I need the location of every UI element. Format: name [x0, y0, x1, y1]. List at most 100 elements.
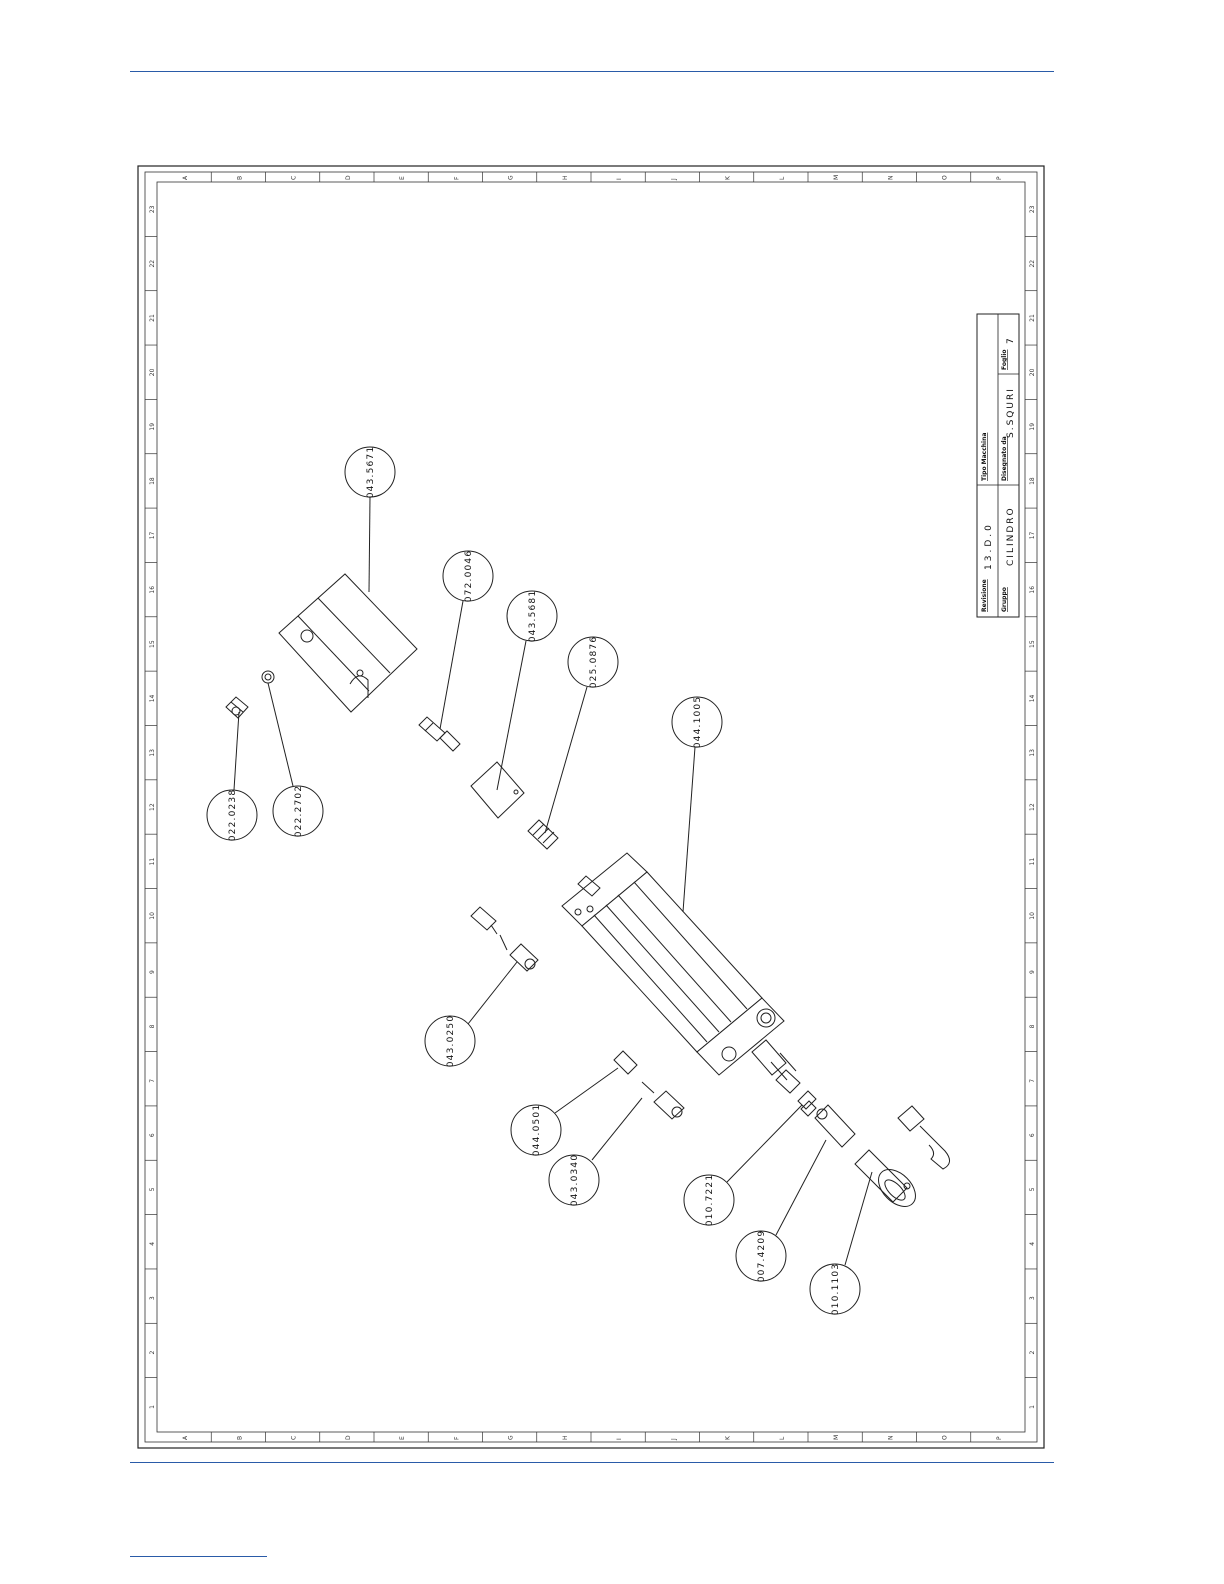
fitting-part — [225, 696, 249, 719]
grid-number-left: 13 — [149, 749, 156, 757]
grid-letter-bottom: O — [942, 1435, 949, 1440]
grid-number-right: 20 — [1029, 368, 1036, 376]
title-block: Revisione 13.D.0 Tipo Macchina Gruppo CI… — [976, 313, 1020, 618]
clip-part — [897, 1105, 950, 1170]
callout-circle-c5 — [671, 696, 723, 748]
grid-letter-top: O — [942, 175, 949, 180]
grid-number-left: 3 — [149, 1296, 156, 1300]
grid-letter-bottom: P — [996, 1436, 1003, 1440]
clevis-pin-part — [814, 1104, 856, 1148]
callout-circle-c13 — [809, 1263, 861, 1315]
grid-number-right: 9 — [1029, 970, 1036, 974]
grid-letter-top: K — [725, 175, 732, 180]
grid-number-right: 10 — [1029, 912, 1036, 920]
callout-label-c5: 044.1005 — [693, 696, 703, 749]
callout-label-c13: 010.1103 — [831, 1263, 841, 1316]
title-disegnato-da-label: Disegnato da — [1001, 436, 1008, 481]
grid-number-right: 14 — [1029, 694, 1036, 702]
leader-line-c10 — [591, 1097, 643, 1161]
callout-circle-c2 — [442, 550, 494, 602]
callout-circle-c1 — [344, 446, 396, 498]
callout-circle-c3 — [506, 590, 558, 642]
grid-letter-bottom: K — [725, 1435, 732, 1440]
elbow-fitting-part — [470, 906, 539, 972]
callout-circle-c8 — [424, 1015, 476, 1067]
grid-number-right: 7 — [1029, 1079, 1036, 1083]
grid-letter-top: D — [345, 175, 352, 180]
callout-label-c1: 043.5671 — [366, 446, 376, 499]
grid-number-right: 19 — [1029, 423, 1036, 431]
grid-number-right: 22 — [1029, 260, 1036, 268]
grid-letter-top: I — [616, 178, 623, 180]
grid-number-right: 21 — [1029, 314, 1036, 322]
callout-circle-c10 — [548, 1154, 600, 1206]
title-tipo-macchina-label: Tipo Macchina — [981, 433, 988, 481]
leader-line-c1 — [368, 496, 371, 593]
leader-line-c6 — [233, 711, 240, 791]
grid-number-left: 5 — [149, 1187, 156, 1191]
grid-letter-bottom: B — [236, 1436, 243, 1440]
grid-number-left: 1 — [149, 1405, 156, 1409]
footer-rule — [130, 1462, 1054, 1463]
callout-label-c8: 043.0250 — [446, 1015, 456, 1068]
callout-circle-c11 — [683, 1174, 735, 1226]
grid-number-right: 13 — [1029, 749, 1036, 757]
grid-letter-bottom: L — [779, 1436, 786, 1440]
grid-letter-bottom: E — [399, 1436, 406, 1440]
leader-line-c7 — [267, 682, 294, 787]
callout-bubbles: 043.5671072.0046043.5681025.0876044.1005… — [206, 446, 861, 1316]
grid-letter-top: L — [779, 176, 786, 180]
grid-letter-top: B — [236, 176, 243, 180]
grid-number-right: 16 — [1029, 586, 1036, 594]
leader-line-c4 — [544, 686, 588, 834]
header-rule — [130, 71, 1054, 72]
grid-number-right: 3 — [1029, 1296, 1036, 1300]
leader-line-c11 — [726, 1104, 803, 1183]
title-disegnato-da-value: S.SQURI — [1006, 387, 1016, 438]
leader-line-c5 — [682, 746, 696, 913]
grid-number-left: 6 — [149, 1133, 156, 1137]
callout-circle-c6 — [206, 789, 258, 841]
valve-part — [418, 716, 461, 752]
callout-label-c10: 043.0340 — [570, 1154, 580, 1207]
title-revisione-label: Revisione — [981, 579, 988, 612]
grid-number-right: 8 — [1029, 1024, 1036, 1028]
grid-number-left: 16 — [149, 586, 156, 594]
grid-letter-top: F — [453, 176, 460, 180]
grid-number-right: 17 — [1029, 531, 1036, 539]
title-gruppo-label: Gruppo — [1001, 587, 1008, 612]
grid-number-left: 12 — [149, 803, 156, 811]
spring-block-part — [527, 819, 559, 850]
grid-letter-top: H — [562, 175, 569, 180]
grid-number-right: 12 — [1029, 803, 1036, 811]
callout-label-c6: 022.0238 — [228, 789, 238, 842]
grid-letter-bottom: C — [291, 1436, 298, 1440]
grid-letter-top: N — [887, 176, 894, 181]
callout-label-c7: 022.2702 — [294, 785, 304, 838]
grid-number-right: 5 — [1029, 1187, 1036, 1191]
leader-line-c13 — [844, 1171, 873, 1266]
grid-number-right: 4 — [1029, 1242, 1036, 1246]
leader-line-c12 — [775, 1139, 827, 1236]
callout-circle-c4 — [567, 636, 619, 688]
callout-label-c9: 044.0501 — [532, 1104, 542, 1157]
grid-number-left: 2 — [149, 1350, 156, 1354]
grid-number-left: 18 — [149, 477, 156, 485]
grid-number-left: 11 — [149, 858, 156, 866]
grid-number-left: 7 — [149, 1079, 156, 1083]
grid-number-left: 21 — [149, 314, 156, 322]
grid-number-right: 6 — [1029, 1133, 1036, 1137]
clevis-fork-part — [854, 1149, 916, 1207]
parts — [225, 573, 950, 1207]
grid-letter-top: G — [508, 175, 515, 180]
callout-circle-c9 — [510, 1104, 562, 1156]
grid-letter-bottom: G — [508, 1435, 515, 1440]
callout-label-c12: 007.4209 — [757, 1230, 767, 1283]
grid-letter-bottom: I — [616, 1438, 623, 1440]
callout-label-c11: 010.7221 — [705, 1174, 715, 1227]
grid-number-left: 4 — [149, 1242, 156, 1246]
grid-letter-bottom: D — [345, 1435, 352, 1440]
grid-letter-top: J — [670, 178, 677, 181]
grid-number-left: 10 — [149, 912, 156, 920]
